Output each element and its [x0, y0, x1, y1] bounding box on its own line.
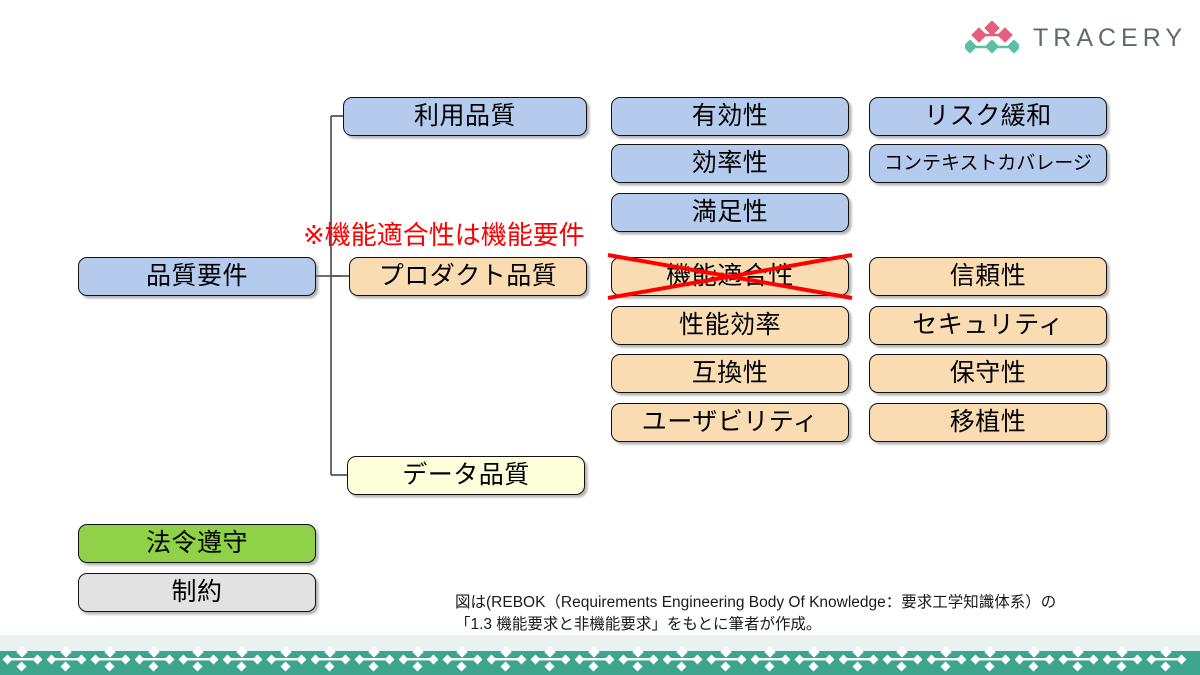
node-maintainability[interactable]: 保守性	[869, 354, 1107, 393]
node-label: 移植性	[949, 408, 1027, 436]
node-label: 法令遵守	[145, 529, 248, 557]
node-label: 性能効率	[678, 311, 781, 339]
node-label: 品質要件	[145, 262, 248, 290]
node-usage-quality[interactable]: 利用品質	[343, 97, 587, 136]
brand-logo: TRACERY	[965, 16, 1182, 60]
source-caption: 図は(REBOK（Requirements Engineering Body O…	[455, 592, 1175, 636]
node-portability[interactable]: 移植性	[869, 403, 1107, 442]
node-security[interactable]: セキュリティ	[869, 306, 1107, 345]
node-usability[interactable]: ユーザビリティ	[611, 403, 849, 442]
node-label: リスク緩和	[924, 102, 1052, 130]
node-constraints[interactable]: 制約	[78, 573, 316, 612]
node-label: 機能適合性	[666, 262, 794, 290]
node-label: 互換性	[691, 359, 769, 387]
node-label: ユーザビリティ	[641, 408, 819, 436]
node-reliability[interactable]: 信頼性	[869, 257, 1107, 296]
node-performance-efficiency[interactable]: 性能効率	[611, 306, 849, 345]
node-risk-mitigation[interactable]: リスク緩和	[869, 97, 1107, 136]
node-satisfaction[interactable]: 満足性	[611, 193, 849, 232]
node-label: 効率性	[691, 149, 769, 177]
node-product-quality[interactable]: プロダクト品質	[349, 257, 587, 296]
node-functional-suitability[interactable]: 機能適合性	[611, 257, 849, 296]
node-label: コンテキストカバレージ	[883, 153, 1093, 174]
node-label: 利用品質	[413, 102, 516, 130]
node-label: セキュリティ	[912, 311, 1064, 339]
node-label: 保守性	[949, 359, 1027, 387]
node-quality-requirements[interactable]: 品質要件	[78, 257, 316, 296]
node-label: 満足性	[691, 198, 769, 226]
node-data-quality[interactable]: データ品質	[347, 456, 585, 495]
caption-line-2: 「1.3 機能要求と非機能要求」をもとに筆者が作成。	[455, 616, 822, 633]
node-compatibility[interactable]: 互換性	[611, 354, 849, 393]
brand-wordmark: TRACERY	[1033, 23, 1188, 52]
annotation-note: ※機能適合性は機能要件	[303, 220, 585, 250]
footer-decorative-band	[0, 635, 1200, 675]
node-legal-compliance[interactable]: 法令遵守	[78, 524, 316, 563]
node-effectiveness[interactable]: 有効性	[611, 97, 849, 136]
node-label: 有効性	[691, 102, 769, 130]
node-label: プロダクト品質	[378, 262, 558, 290]
diamond-lattice-logo-icon	[965, 21, 1019, 54]
node-efficiency[interactable]: 効率性	[611, 144, 849, 183]
node-context-coverage[interactable]: コンテキストカバレージ	[869, 144, 1107, 183]
node-label: 信頼性	[949, 262, 1027, 290]
node-label: 制約	[171, 578, 223, 606]
caption-line-1: 図は(REBOK（Requirements Engineering Body O…	[455, 594, 1057, 611]
node-label: データ品質	[402, 461, 530, 489]
